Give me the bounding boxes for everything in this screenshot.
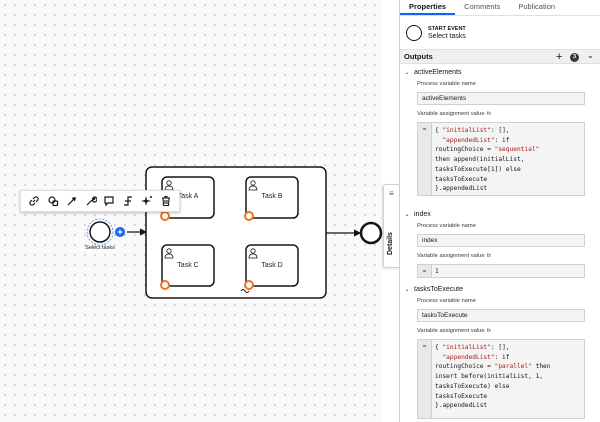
chevron-down-icon[interactable]: ⌄	[587, 51, 594, 60]
task-d[interactable]	[245, 244, 299, 287]
fx-icon: fx	[486, 111, 492, 117]
element-name: Select tasks	[428, 32, 466, 40]
fx-icon: fx	[486, 253, 492, 259]
task-d-label: Task D	[261, 262, 283, 269]
feel-code-line: 1	[435, 268, 439, 275]
feel-code-line: "appendedList": if	[442, 353, 510, 361]
context-pad	[20, 190, 180, 212]
feel-code-line: { "initialList": [],	[435, 127, 510, 134]
feel-equals-icon: =	[418, 340, 432, 418]
output-entry: ⌄ index Process variable name index Vari…	[400, 208, 600, 280]
feel-code-line: routingChoice = "sequential"	[435, 146, 540, 154]
selection-outline	[86, 218, 114, 246]
task-b-label: Task B	[261, 193, 283, 200]
output-entry: ⌄ tasksToExecute Process variable name t…	[400, 283, 600, 422]
process-variable-label: Process variable name	[417, 81, 476, 87]
feel-equals-icon: =	[418, 265, 432, 277]
trash-icon[interactable]	[159, 194, 173, 208]
boundary-marker-icon	[160, 211, 254, 290]
feel-code-line: tasksToExecute	[435, 392, 488, 400]
tab-comments[interactable]: Comments	[464, 2, 501, 11]
task-b[interactable]	[245, 176, 299, 219]
tab-properties[interactable]: Properties	[400, 0, 456, 15]
feel-code-line: then append(initialList,	[435, 156, 525, 164]
details-tab-label: Details	[387, 232, 394, 255]
wrench-icon[interactable]	[84, 194, 98, 208]
properties-panel: Properties Comments Publication START EV…	[399, 0, 600, 422]
output-entry-header[interactable]: ⌄ activeElements	[400, 66, 600, 78]
add-output-button[interactable]: +	[556, 51, 563, 63]
feel-code-line: insert before(initialList, 1,	[435, 373, 544, 381]
output-entry-name: index	[414, 210, 431, 218]
output-entry-header[interactable]: ⌄ tasksToExecute	[400, 283, 600, 295]
output-entry: ⌄ activeElements Process variable name a…	[400, 66, 600, 202]
element-type: START EVENT	[428, 25, 466, 32]
start-event-label: Select tasks	[85, 245, 115, 251]
details-tab[interactable]: ≡ Details	[383, 184, 399, 268]
comment-icon[interactable]	[102, 194, 116, 208]
process-variable-input[interactable]: index	[417, 234, 585, 247]
drag-handle-icon[interactable]: ≡	[389, 189, 394, 198]
chevron-down-icon[interactable]: ⌄	[404, 69, 410, 76]
feel-code-line: "appendedList": if	[442, 136, 510, 144]
feel-code: { "initialList": [], "appendedList": if r…	[435, 126, 582, 194]
output-entry-header[interactable]: ⌄ index	[400, 208, 600, 220]
element-header: START EVENT Select tasks	[400, 16, 600, 50]
user-task-icon	[164, 180, 258, 259]
end-event[interactable]	[359, 221, 383, 245]
chevron-down-icon[interactable]: ⌄	[404, 211, 410, 218]
feel-code-line: routingChoice = "parallel" then	[435, 363, 551, 371]
task-a-label: Task A	[177, 193, 199, 200]
ai-sparkle-icon[interactable]	[140, 194, 154, 208]
panel-tabs: Properties Comments Publication	[400, 0, 600, 16]
process-variable-input[interactable]: activeElements	[417, 92, 585, 105]
feel-code-line: tasksToExecute) else	[435, 382, 510, 390]
link-icon[interactable]	[27, 194, 41, 208]
bpmn-diagram	[86, 166, 383, 299]
output-entry-name: activeElements	[414, 68, 462, 76]
replace-icon[interactable]	[46, 194, 60, 208]
outputs-count-badge: 3	[570, 53, 579, 62]
multi-instance-marker-icon	[240, 289, 250, 293]
feel-expression-editor[interactable]: = { "initialList": [], "appendedList": i…	[417, 122, 585, 196]
feel-code-line: { "initialList": [],	[435, 344, 510, 351]
feel-expression-editor[interactable]: = 1	[417, 264, 585, 278]
output-entry-name: tasksToExecute	[414, 285, 464, 293]
feel-code: 1	[435, 267, 582, 277]
feel-code-line: tasksToExecute[1]) else	[435, 165, 521, 173]
task-c-label: Task C	[177, 262, 199, 269]
start-event-icon	[406, 24, 422, 41]
process-variable-label: Process variable name	[417, 298, 476, 304]
outputs-title: Outputs	[404, 52, 433, 61]
feel-code: { "initialList": [], "appendedList": if r…	[435, 343, 582, 411]
fx-icon: fx	[486, 328, 492, 334]
start-event[interactable]	[89, 221, 111, 243]
feel-code-line: }.appendedList	[435, 185, 488, 193]
feel-equals-icon: =	[418, 123, 432, 195]
tab-publication[interactable]: Publication	[518, 2, 556, 11]
feel-code-line: tasksToExecute	[435, 175, 488, 183]
feel-code-line: }.appendedList	[435, 402, 488, 410]
gateway-icon[interactable]	[121, 194, 135, 208]
process-variable-input[interactable]: tasksToExecute	[417, 309, 585, 322]
diagram-canvas[interactable]: Select tasks Task A Task B Task C Task D	[0, 0, 383, 422]
feel-expression-editor[interactable]: = { "initialList": [], "appendedList": i…	[417, 339, 585, 419]
task-c[interactable]	[161, 244, 215, 287]
arrow-icon[interactable]	[65, 194, 79, 208]
process-variable-label: Process variable name	[417, 223, 476, 229]
chevron-down-icon[interactable]: ⌄	[404, 286, 410, 293]
outputs-group-header[interactable]: Outputs + 3 ⌄	[400, 50, 600, 64]
